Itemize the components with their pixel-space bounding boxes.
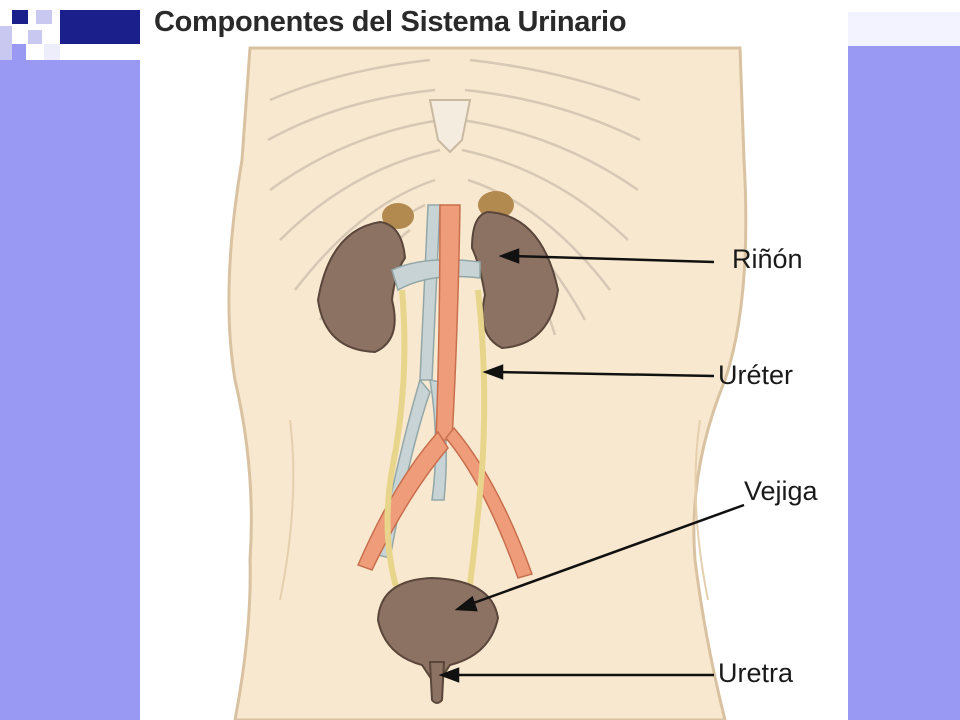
adrenal-left bbox=[382, 203, 414, 229]
pointer-arrows bbox=[438, 248, 745, 683]
iliac-artery-left bbox=[356, 430, 449, 571]
label-bladder: Vejiga bbox=[744, 476, 818, 506]
kidney-left bbox=[316, 220, 407, 354]
diagram-panel: Componentes del Sistema Urinario Riñón U… bbox=[140, 0, 848, 720]
label-ureter: Uréter bbox=[718, 360, 794, 390]
sternum bbox=[428, 99, 472, 154]
top-strip-right bbox=[848, 12, 960, 46]
label-kidney: Riñón bbox=[732, 244, 803, 274]
kidney-right bbox=[470, 210, 560, 350]
label-urethra: Uretra bbox=[718, 658, 794, 688]
corner-square-pattern bbox=[0, 0, 140, 60]
urethra-organ bbox=[428, 661, 446, 704]
diagram-title: Componentes del Sistema Urinario bbox=[154, 6, 627, 38]
ureter-right bbox=[465, 289, 488, 601]
urinary-system-illustration bbox=[227, 46, 748, 720]
ureter-left bbox=[384, 289, 408, 601]
waist-line-left bbox=[279, 419, 295, 601]
waist-line-right bbox=[694, 419, 709, 601]
iliac-artery-right bbox=[445, 426, 533, 579]
